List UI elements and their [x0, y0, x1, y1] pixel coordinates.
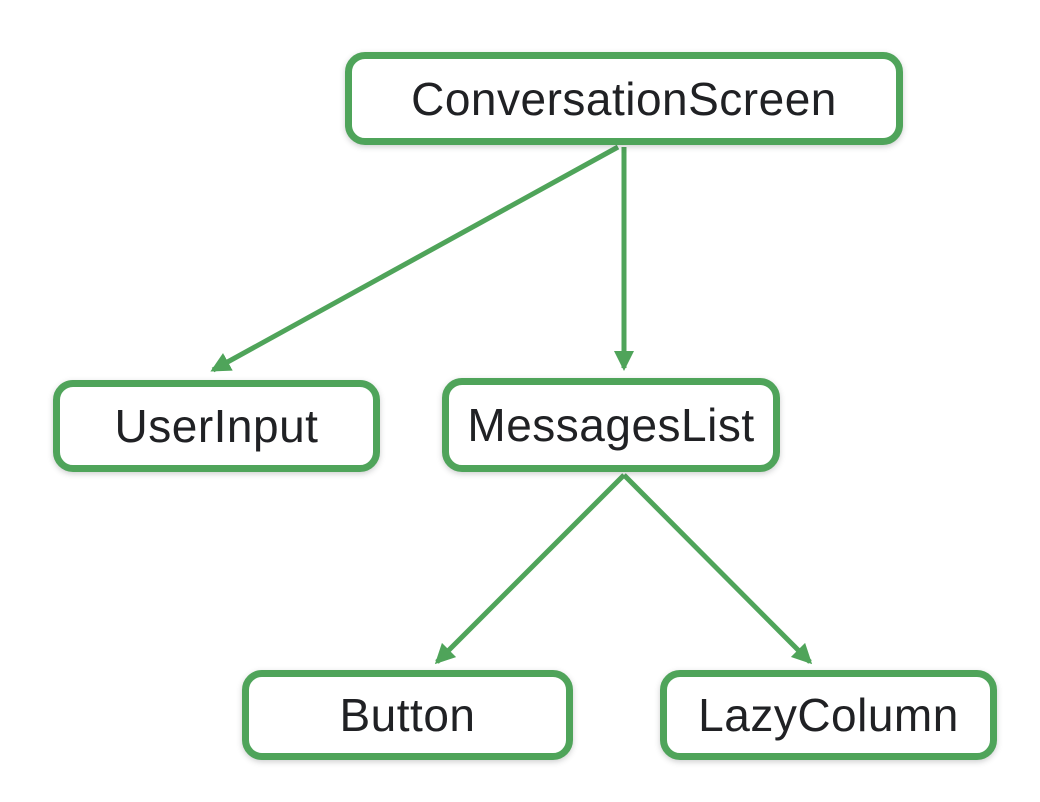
- node-conversationscreen-label: ConversationScreen: [411, 72, 837, 125]
- node-messageslist: MessagesList: [442, 378, 780, 472]
- node-button-label: Button: [339, 689, 476, 741]
- node-userinput-label: UserInput: [114, 400, 319, 452]
- node-lazycolumn-label: LazyColumn: [698, 689, 959, 741]
- node-button: Button: [242, 670, 573, 760]
- node-conversationscreen: ConversationScreen: [345, 52, 903, 145]
- node-userinput: UserInput: [53, 380, 380, 472]
- node-lazycolumn: LazyColumn: [660, 670, 997, 760]
- node-messageslist-label: MessagesList: [467, 399, 755, 451]
- edge-conversationscreen-userinput: [210, 144, 620, 373]
- edge-messageslist-lazycolumn: [622, 473, 813, 665]
- edge-messageslist-button: [434, 473, 626, 665]
